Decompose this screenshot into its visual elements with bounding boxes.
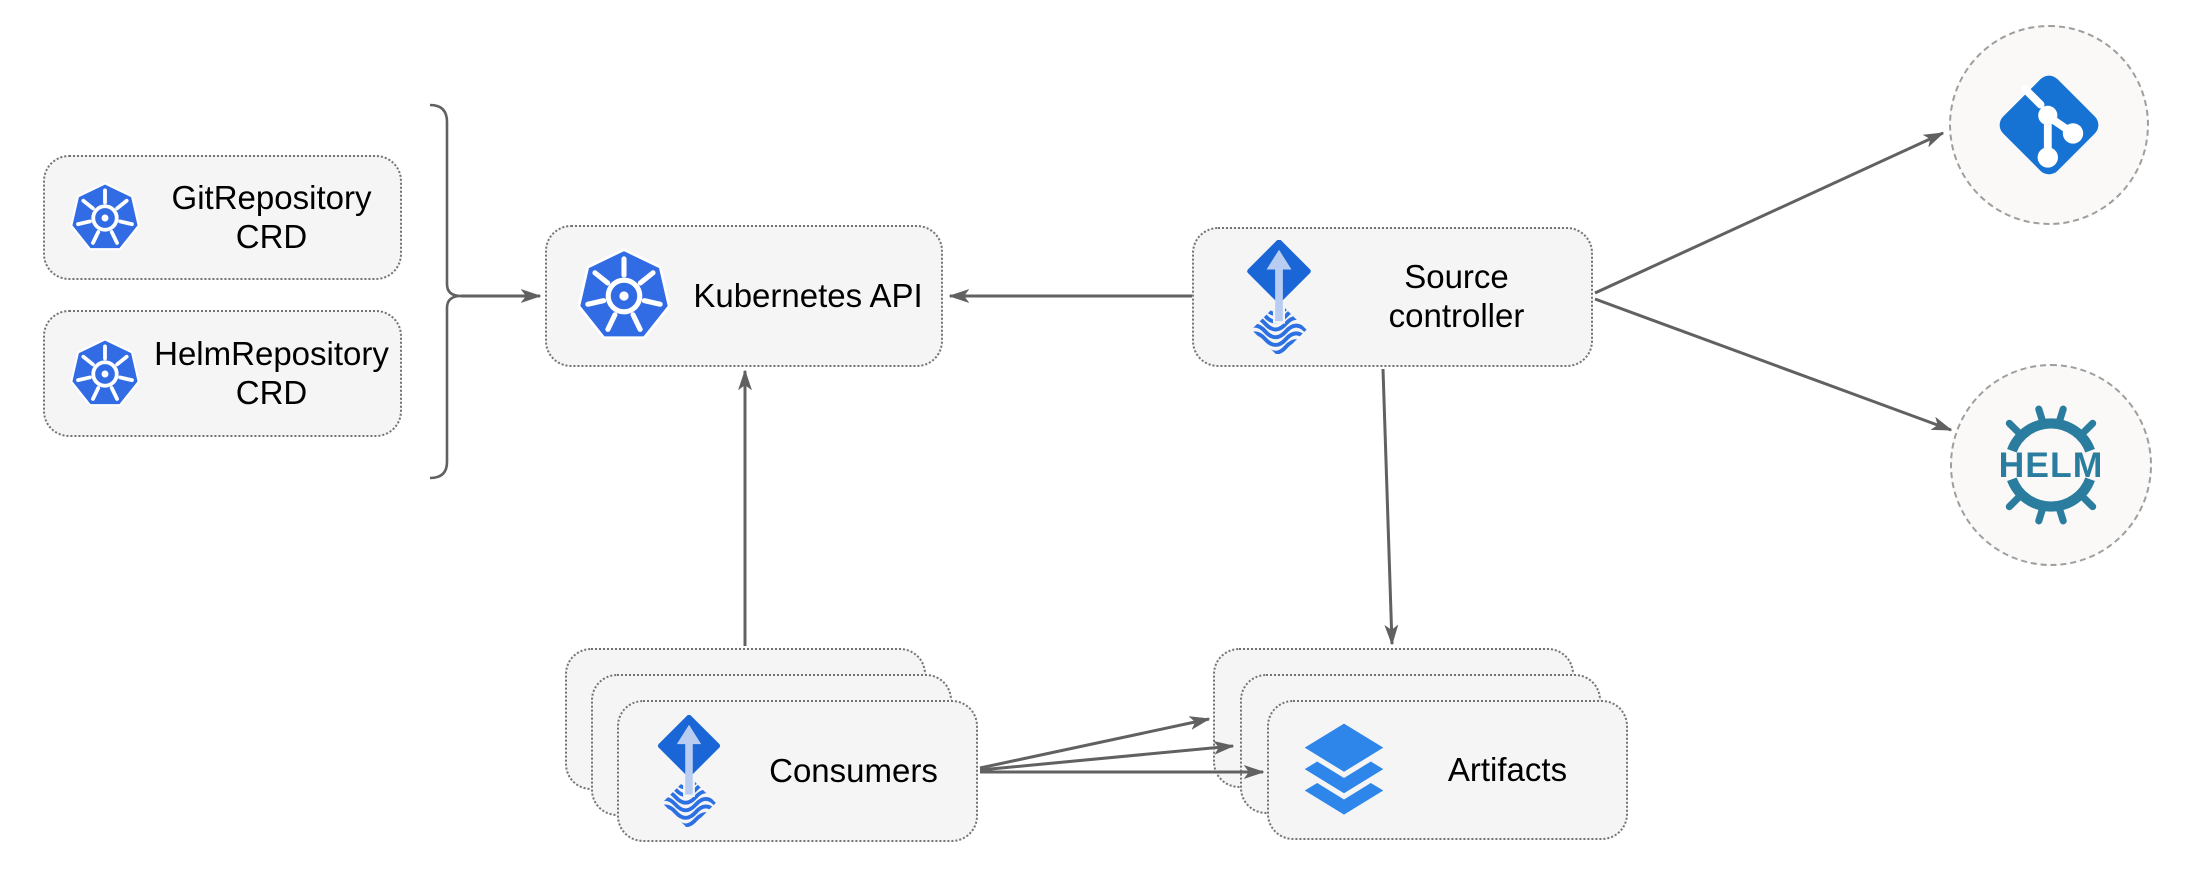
helm-icon: HELM [1999,405,2104,525]
kubernetes-icon [577,248,671,340]
node-label: GitRepository CRD [171,178,372,255]
kubernetes-icon [70,181,140,250]
edge-sourcectl-to-artifacts [1381,368,1392,644]
edge-consumers-to-artifacts-2 [979,746,1233,772]
node-artifacts: Artifacts [1267,700,1628,840]
kubernetes-icon [70,337,140,406]
node-label: Source controller [1388,258,1525,334]
node-consumers: Consumers [617,700,978,842]
node-label: HelmRepository CRD [154,334,389,411]
helm-remote-circle: HELM [1950,364,2152,566]
node-source-controller: Source controller [1192,227,1593,367]
node-label: Consumers [769,751,938,789]
edge-sourcectl-to-git [1594,131,1943,295]
git-icon [1999,75,2099,175]
node-kubernetes-api: Kubernetes API [545,225,943,367]
crd-group-brace [429,103,462,480]
layers-icon [1304,723,1384,815]
edge-sourcectl-to-helm [1594,297,1951,432]
node-helm-repository-crd: HelmRepository CRD [43,310,402,437]
flux-icon [1247,240,1311,354]
node-label: Kubernetes API [693,276,923,314]
helm-logo-text: HELM [1999,445,2104,485]
node-label: Artifacts [1447,750,1568,788]
edge-consumers-to-artifacts-1 [979,719,1209,770]
flux-icon [657,715,721,827]
node-git-repository-crd: GitRepository CRD [43,155,402,280]
git-remote-circle [1949,25,2149,225]
